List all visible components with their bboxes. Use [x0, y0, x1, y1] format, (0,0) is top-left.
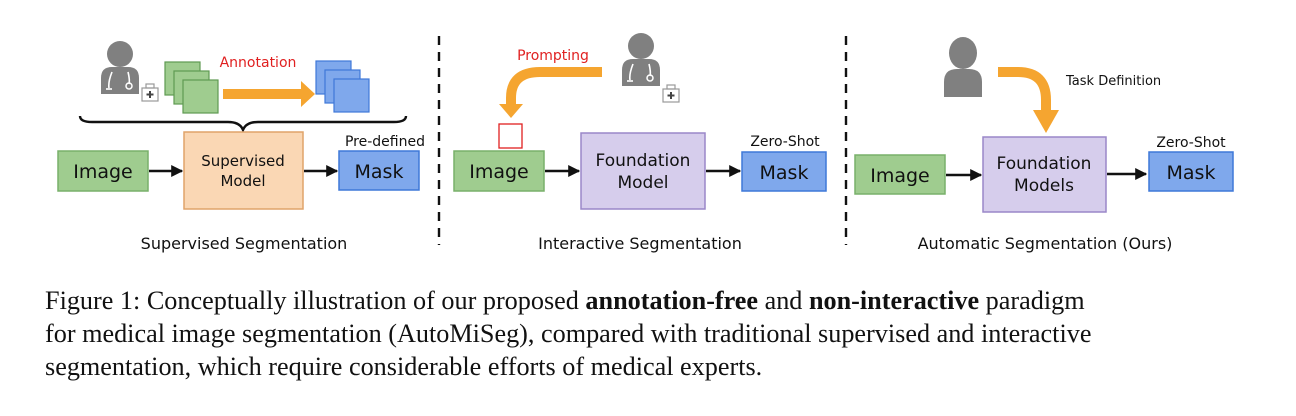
image-box [854, 154, 946, 195]
annotation-label: Annotation [220, 55, 297, 71]
mask-stack-icon [315, 60, 370, 113]
image-box-label: Image [73, 161, 133, 183]
medical-expert-icon [101, 41, 139, 94]
figure-caption: Figure 1: Conceptually illustration of o… [45, 284, 1265, 383]
curly-brace [78, 115, 408, 134]
panel-automatic: Task Definition Image Foundation Models … [854, 37, 1234, 253]
caption-suffix: paradigm [979, 286, 1085, 315]
image-box-label: Image [870, 165, 930, 187]
medical-kit-icon [141, 83, 159, 102]
panel-title: Supervised Segmentation [141, 234, 348, 253]
orange-arrow-icon [223, 81, 315, 107]
orange-curved-arrow-icon [506, 67, 602, 104]
panel-interactive: Prompting Image Foundation Model Zero-Sh… [453, 33, 827, 253]
panel-supervised: Annotation Image Supervised Model Pre-de… [57, 41, 425, 253]
model-box-label-line1: Foundation [596, 151, 691, 171]
mask-box [338, 150, 420, 191]
caption-line-2: for medical image segmentation (AutoMiSe… [45, 319, 1092, 348]
caption-bold-annotation-free: annotation-free [585, 286, 759, 315]
model-box-label-line1: Supervised [201, 152, 285, 170]
mask-box-label: Mask [355, 161, 404, 183]
image-box [453, 150, 545, 192]
foundation-model-box [580, 132, 706, 210]
medical-kit-icon [662, 84, 680, 103]
caption-mid: and [758, 286, 809, 315]
mask-annotation-label: Pre-defined [345, 134, 425, 150]
orange-curved-arrow-icon [998, 67, 1051, 110]
prompt-box-icon [498, 123, 523, 149]
mask-box-label: Mask [1167, 162, 1216, 184]
mask-box-label: Mask [760, 162, 809, 184]
mask-box [741, 151, 827, 192]
orange-arrowhead [499, 104, 523, 118]
model-box-label-line1: Foundation [997, 154, 1092, 174]
mask-annotation-label: Zero-Shot [1156, 135, 1226, 151]
model-box-label-line2: Model [220, 172, 265, 190]
foundation-models-box [982, 136, 1107, 213]
medical-expert-icon [622, 33, 660, 86]
user-icon [944, 37, 982, 97]
segmentation-paradigms-diagram: Annotation Image Supervised Model Pre-de… [57, 33, 1234, 253]
orange-arrowhead [1033, 110, 1059, 133]
panel-title: Automatic Segmentation (Ours) [918, 234, 1173, 253]
supervised-model-box [183, 131, 304, 210]
caption-line-1: Figure 1: Conceptually illustration of o… [45, 284, 1265, 317]
model-box-label-line2: Model [617, 173, 668, 193]
panel-title: Interactive Segmentation [538, 234, 742, 253]
image-stack-icon [164, 61, 219, 114]
prompting-label: Prompting [517, 48, 589, 64]
task-definition-label: Task Definition [1065, 74, 1161, 89]
caption-line-3: segmentation, which require considerable… [45, 352, 763, 381]
caption-bold-non-interactive: non-interactive [808, 286, 980, 315]
mask-annotation-label: Zero-Shot [750, 134, 820, 150]
model-box-label-line2: Models [1014, 176, 1074, 196]
caption-prefix: Figure 1: Conceptually illustration of o… [45, 286, 586, 315]
mask-box [1148, 151, 1234, 192]
image-box-label: Image [469, 161, 529, 183]
image-box [57, 150, 149, 192]
